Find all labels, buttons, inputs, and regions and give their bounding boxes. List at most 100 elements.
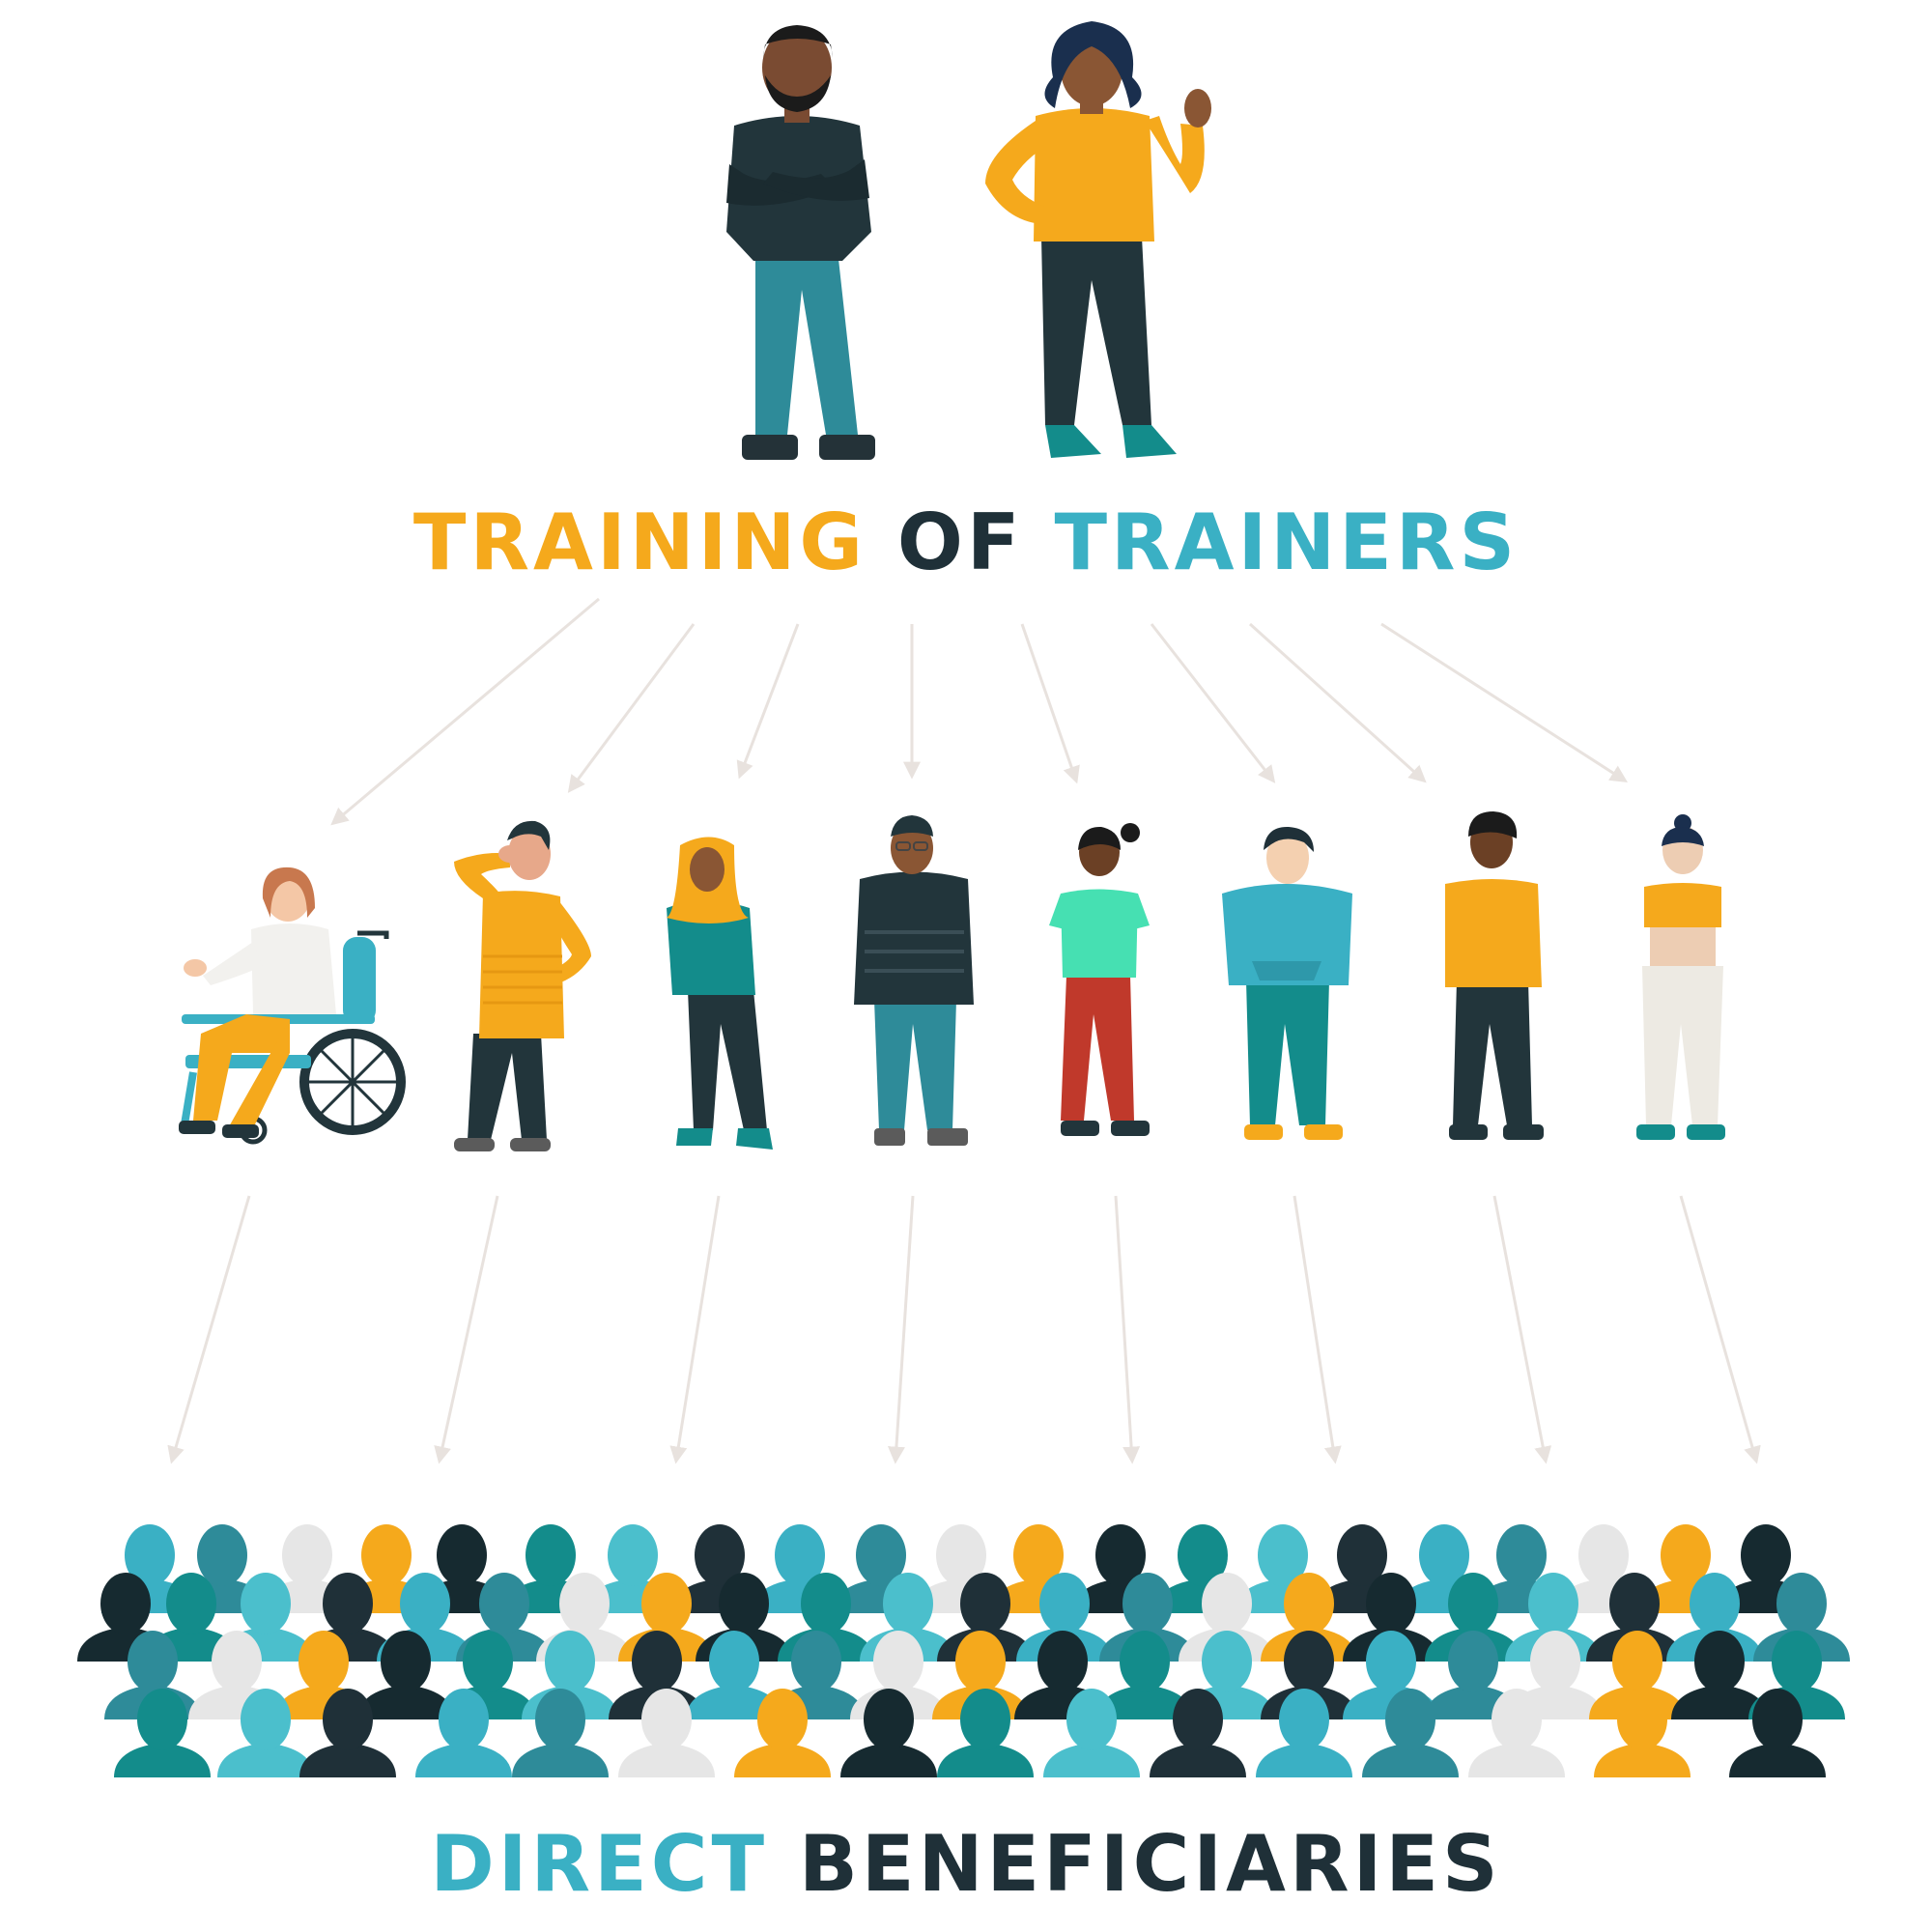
head-silhouette-icon bbox=[299, 1689, 396, 1777]
head-silhouette-icon bbox=[1671, 1631, 1768, 1719]
silhouette-head bbox=[1530, 1631, 1580, 1692]
silhouette-head bbox=[1120, 1631, 1170, 1692]
silhouette-head bbox=[381, 1631, 431, 1692]
silhouette-head bbox=[437, 1524, 487, 1586]
silhouette-head bbox=[463, 1631, 513, 1692]
silhouette-head bbox=[709, 1631, 759, 1692]
silhouette-head bbox=[361, 1524, 412, 1586]
head-silhouette-icon bbox=[415, 1689, 512, 1777]
silhouette-head bbox=[791, 1631, 841, 1692]
heading-direct-beneficiaries: DIRECT BENEFICIARIES bbox=[0, 1816, 1932, 1913]
silhouette-shoulders bbox=[1594, 1743, 1690, 1777]
silhouette-head bbox=[864, 1689, 914, 1750]
silhouette-head bbox=[323, 1689, 373, 1750]
head-silhouette-icon bbox=[1256, 1689, 1352, 1777]
arrow-icon bbox=[1114, 1195, 1141, 1464]
trainer-mint-top-woman bbox=[1049, 823, 1150, 1136]
silhouette-head bbox=[960, 1689, 1010, 1750]
silhouette-head bbox=[1776, 1573, 1827, 1634]
silhouette-shoulders bbox=[357, 1685, 454, 1719]
silhouette-head bbox=[1258, 1524, 1308, 1586]
silhouette-head bbox=[1752, 1689, 1803, 1750]
arrow-icon bbox=[1248, 622, 1427, 783]
silhouette-shoulders bbox=[415, 1743, 512, 1777]
silhouette-head bbox=[856, 1524, 906, 1586]
silhouette-head bbox=[1366, 1573, 1416, 1634]
silhouette-head bbox=[323, 1573, 373, 1634]
arrow-icon bbox=[1293, 1195, 1342, 1464]
silhouette-head bbox=[1741, 1524, 1791, 1586]
silhouette-head bbox=[719, 1573, 769, 1634]
silhouette-head bbox=[1492, 1689, 1542, 1750]
silhouette-head bbox=[1039, 1573, 1090, 1634]
silhouette-head bbox=[936, 1524, 986, 1586]
silhouette-shoulders bbox=[1043, 1743, 1140, 1777]
silhouette-head bbox=[873, 1631, 923, 1692]
head-silhouette-icon bbox=[1468, 1689, 1565, 1777]
silhouette-head bbox=[1609, 1573, 1660, 1634]
silhouette-head bbox=[241, 1689, 291, 1750]
head-silhouette-icon bbox=[937, 1689, 1034, 1777]
silhouette-head bbox=[1366, 1631, 1416, 1692]
silhouette-head bbox=[125, 1524, 175, 1586]
silhouette-head bbox=[757, 1689, 808, 1750]
master-trainer-man bbox=[726, 25, 875, 460]
silhouette-shoulders bbox=[618, 1743, 715, 1777]
head-silhouette-icon bbox=[357, 1631, 454, 1719]
silhouette-shoulders bbox=[937, 1743, 1034, 1777]
beneficiaries-crowd bbox=[77, 1524, 1850, 1777]
silhouette-head bbox=[608, 1524, 658, 1586]
arrow-icon bbox=[434, 1195, 499, 1464]
silhouette-head bbox=[128, 1631, 178, 1692]
silhouette-head bbox=[1202, 1573, 1252, 1634]
silhouette-head bbox=[1095, 1524, 1146, 1586]
silhouette-head bbox=[955, 1631, 1006, 1692]
silhouette-head bbox=[1279, 1689, 1329, 1750]
arrow-icon bbox=[167, 1195, 251, 1464]
head-silhouette-icon bbox=[1594, 1689, 1690, 1777]
silhouette-head bbox=[526, 1524, 576, 1586]
silhouette-shoulders bbox=[217, 1743, 314, 1777]
silhouette-shoulders bbox=[299, 1743, 396, 1777]
head-silhouette-icon bbox=[512, 1689, 609, 1777]
silhouette-head bbox=[1385, 1689, 1435, 1750]
silhouette-shoulders bbox=[1096, 1685, 1193, 1719]
silhouette-head bbox=[197, 1524, 247, 1586]
silhouette-head bbox=[439, 1689, 489, 1750]
silhouette-shoulders bbox=[512, 1743, 609, 1777]
silhouette-head bbox=[400, 1573, 450, 1634]
arrow-icon bbox=[669, 1195, 721, 1464]
head-silhouette-icon bbox=[686, 1631, 782, 1719]
silhouette-head bbox=[1013, 1524, 1064, 1586]
silhouette-head bbox=[1284, 1573, 1334, 1634]
silhouette-shoulders bbox=[1671, 1685, 1768, 1719]
silhouette-head bbox=[559, 1573, 610, 1634]
arrow-icon bbox=[1150, 623, 1276, 783]
trainer-saluting-man bbox=[454, 820, 591, 1151]
arrows-to-trainers bbox=[330, 597, 1629, 826]
silhouette-head bbox=[212, 1631, 262, 1692]
trainer-hijab-woman bbox=[667, 837, 773, 1150]
trainer-crop-top-woman bbox=[1636, 814, 1725, 1140]
silhouette-head bbox=[1496, 1524, 1547, 1586]
silhouette-head bbox=[801, 1573, 851, 1634]
silhouette-head bbox=[1612, 1631, 1662, 1692]
silhouette-shoulders bbox=[840, 1743, 937, 1777]
silhouette-shoulders bbox=[1150, 1743, 1246, 1777]
arrow-icon bbox=[1679, 1195, 1761, 1464]
silhouette-head bbox=[632, 1631, 682, 1692]
silhouette-shoulders bbox=[1468, 1743, 1565, 1777]
silhouette-head bbox=[1173, 1689, 1223, 1750]
silhouette-head bbox=[1617, 1689, 1667, 1750]
silhouette-head bbox=[282, 1524, 332, 1586]
silhouette-head bbox=[1178, 1524, 1228, 1586]
arrow-icon bbox=[1020, 623, 1080, 784]
silhouette-head bbox=[166, 1573, 216, 1634]
silhouette-head bbox=[1337, 1524, 1387, 1586]
silhouette-head bbox=[479, 1573, 529, 1634]
heading-training-of-trainers: TRAINING OF TRAINERS bbox=[0, 495, 1932, 591]
silhouette-head bbox=[545, 1631, 595, 1692]
trainer-hoodie-person bbox=[1222, 826, 1352, 1140]
silhouette-head bbox=[137, 1689, 187, 1750]
